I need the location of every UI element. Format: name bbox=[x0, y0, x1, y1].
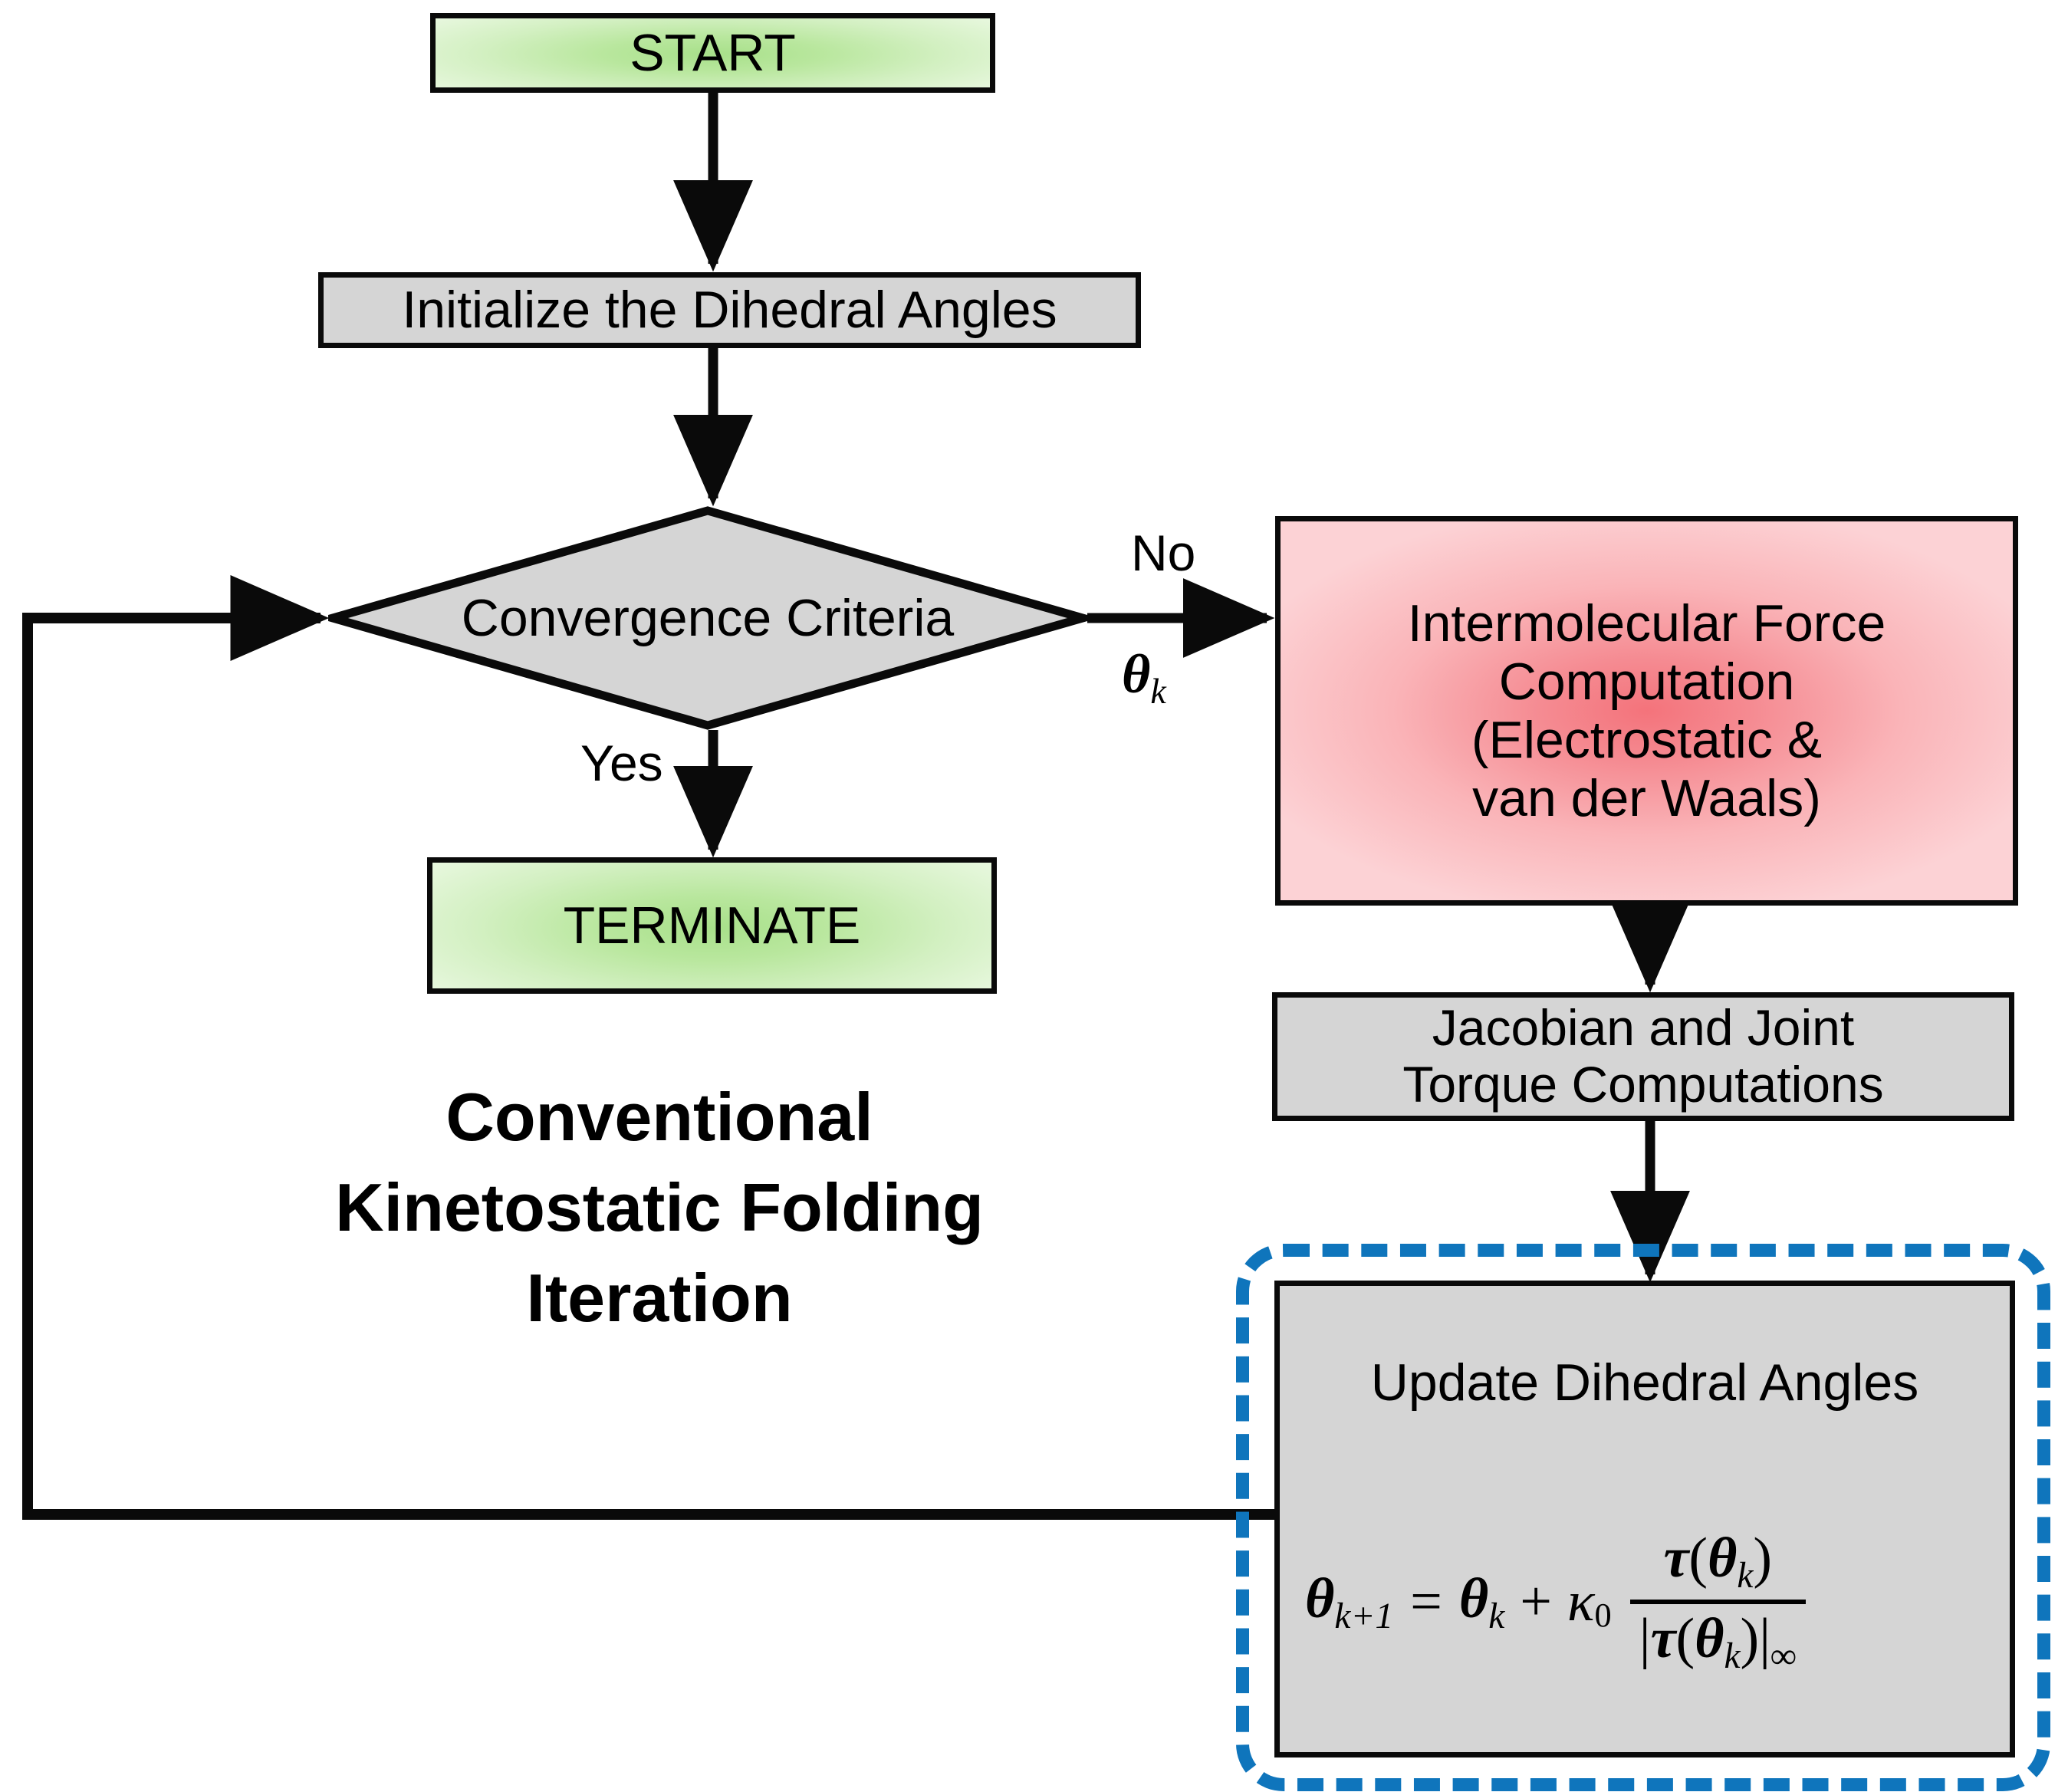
node-force-line-1: Intermolecular Force bbox=[1407, 593, 1886, 653]
formula-denominator: |τ(θk)|∞ bbox=[1629, 1599, 1806, 1676]
caption-line-2: Kinetostatic Folding bbox=[335, 1169, 984, 1245]
node-update-dihedral-angles[interactable]: Update Dihedral Angles bbox=[1274, 1281, 2015, 1757]
node-update-title: Update Dihedral Angles bbox=[1370, 1353, 1919, 1412]
formula-denominator-arg-symbol: θ bbox=[1695, 1606, 1724, 1670]
node-terminate-label: TERMINATE bbox=[563, 896, 861, 955]
formula-term1-subscript: k bbox=[1488, 1596, 1505, 1637]
edge-label-yes: Yes bbox=[580, 735, 663, 791]
node-initialize-label: Initialize the Dihedral Angles bbox=[402, 281, 1057, 340]
formula-lhs-subscript: k+1 bbox=[1334, 1596, 1394, 1637]
node-force-line-2: Computation bbox=[1498, 652, 1795, 711]
node-jacobian-line-1: Jacobian and Joint bbox=[1432, 999, 1855, 1057]
node-intermolecular-force[interactable]: Intermolecular Force Computation (Electr… bbox=[1275, 516, 2018, 906]
formula-numerator-arg-subscript: k bbox=[1737, 1556, 1754, 1596]
caption-line-3: Iteration bbox=[526, 1259, 793, 1336]
formula-term1-symbol: θ bbox=[1458, 1567, 1489, 1631]
formula-numerator-symbol: τ bbox=[1663, 1527, 1689, 1590]
formula-coefficient-subscript: 0 bbox=[1594, 1595, 1612, 1634]
formula-fraction: τ(θk) |τ(θk)|∞ bbox=[1629, 1527, 1806, 1676]
node-force-line-4: van der Waals) bbox=[1472, 769, 1821, 828]
node-initialize[interactable]: Initialize the Dihedral Angles bbox=[318, 272, 1141, 348]
edge-label-theta-k: θk bbox=[1122, 643, 1166, 712]
node-terminate[interactable]: TERMINATE bbox=[427, 857, 997, 994]
formula-coefficient-symbol: κ bbox=[1567, 1570, 1595, 1633]
formula-plus: + bbox=[1520, 1570, 1553, 1633]
node-force-line-3: (Electrostatic & bbox=[1471, 711, 1823, 769]
node-start-label: START bbox=[630, 23, 796, 82]
edge-label-no: No bbox=[1131, 524, 1196, 581]
formula-denominator-symbol: τ bbox=[1650, 1606, 1676, 1670]
caption-line-1: Conventional bbox=[445, 1079, 873, 1155]
node-jacobian-torque[interactable]: Jacobian and Joint Torque Computations bbox=[1272, 992, 2014, 1121]
decision-diamond-shape bbox=[328, 506, 1087, 730]
edge-label-theta-subscript: k bbox=[1150, 671, 1166, 711]
formula-equals: = bbox=[1410, 1570, 1442, 1633]
node-decision[interactable]: Convergence Criteria bbox=[328, 506, 1087, 730]
node-decision-label: Convergence Criteria bbox=[461, 589, 955, 647]
diagram-caption: Conventional Kinetostatic Folding Iterat… bbox=[193, 1072, 1126, 1343]
formula-numerator: τ(θk) bbox=[1663, 1527, 1773, 1596]
update-formula: θk+1 = θk + κ0 τ(θk) |τ(θk)|∞ bbox=[1305, 1527, 1806, 1676]
formula-numerator-arg-symbol: θ bbox=[1707, 1527, 1738, 1590]
formula-denominator-arg-subscript: k bbox=[1724, 1636, 1741, 1676]
node-start[interactable]: START bbox=[430, 13, 995, 93]
node-jacobian-line-2: Torque Computations bbox=[1402, 1056, 1884, 1113]
formula-norm-subscript: ∞ bbox=[1770, 1636, 1797, 1676]
formula-lhs-symbol: θ bbox=[1305, 1567, 1335, 1631]
edge-label-theta-symbol: θ bbox=[1122, 643, 1151, 705]
